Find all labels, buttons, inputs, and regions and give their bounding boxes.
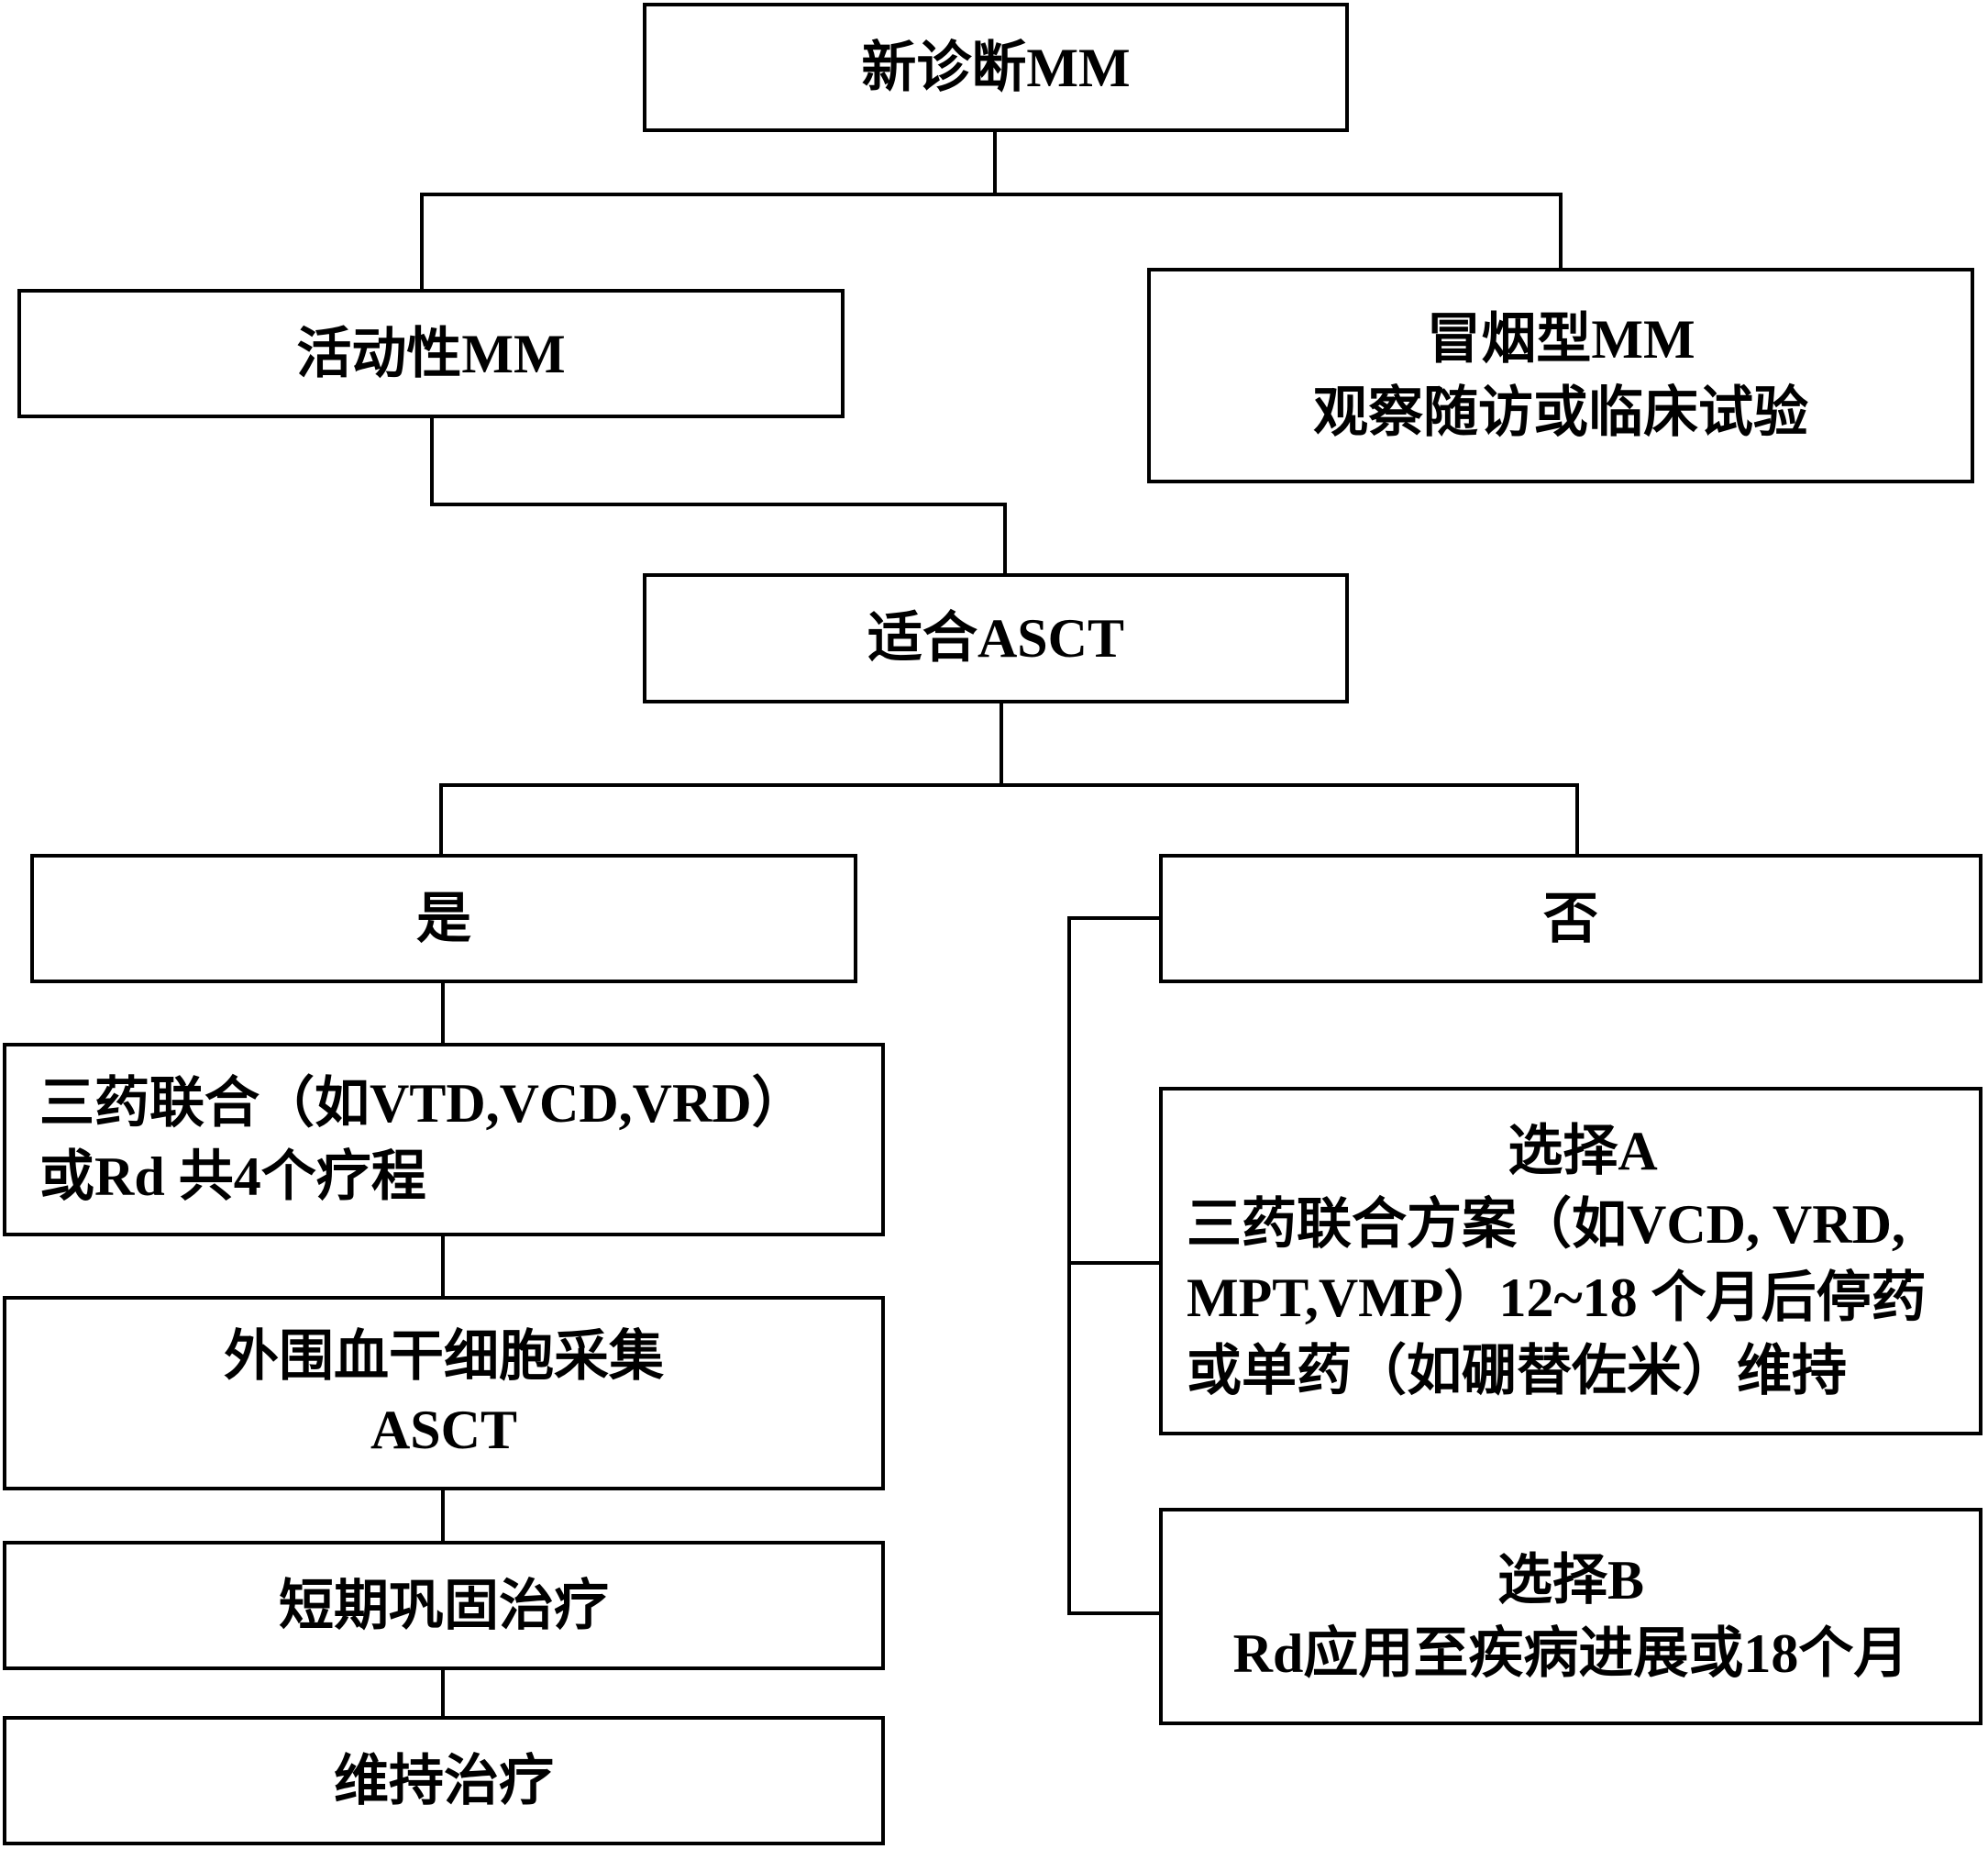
node-label: 活动性MM xyxy=(296,323,566,384)
node-yes: 是 xyxy=(30,854,857,983)
node-label: Rd应用至疾病进展或18个月 xyxy=(1232,1622,1909,1684)
node-label: 短期巩固治疗 xyxy=(279,1575,609,1636)
node-title: 选择A xyxy=(1508,1121,1658,1181)
node-option-b: 选择B Rd应用至疾病进展或18个月 xyxy=(1159,1508,1982,1725)
node-consolidation: 短期巩固治疗 xyxy=(3,1541,885,1670)
node-label: 外围血干细胞采集 xyxy=(224,1326,664,1387)
node-label: 是 xyxy=(416,888,471,949)
node-label: MPT,VMP）12~18 个月后停药 xyxy=(1187,1268,1927,1328)
node-label: 冒烟型MM xyxy=(1426,308,1695,370)
node-asct-eligible: 适合ASCT xyxy=(643,573,1349,703)
node-smoldering-mm: 冒烟型MM 观察随访或临床试验 xyxy=(1147,268,1974,483)
node-no: 否 xyxy=(1159,854,1982,983)
node-label: 维持治疗 xyxy=(334,1750,554,1811)
node-label: 三药联合方案（如VCD, VRD, xyxy=(1187,1194,1905,1255)
node-label: 或单药（如硼替佐米）维持 xyxy=(1187,1341,1847,1401)
node-title: 选择B xyxy=(1497,1549,1645,1611)
node-label: ASCT xyxy=(370,1400,518,1460)
node-label: 否 xyxy=(1543,888,1598,949)
node-stem-cell-collection: 外围血干细胞采集 ASCT xyxy=(3,1296,885,1490)
node-maintenance: 维持治疗 xyxy=(3,1716,885,1845)
node-label: 适合ASCT xyxy=(867,608,1125,669)
node-option-a: 选择A 三药联合方案（如VCD, VRD, MPT,VMP）12~18 个月后停… xyxy=(1159,1087,1982,1435)
node-label: 或Rd 共4个疗程 xyxy=(39,1146,426,1207)
node-active-mm: 活动性MM xyxy=(17,289,845,418)
node-induction: 三药联合（如VTD,VCD,VRD） 或Rd 共4个疗程 xyxy=(3,1043,885,1236)
node-label: 观察随访或临床试验 xyxy=(1313,382,1808,443)
node-new-diagnosis: 新诊断MM xyxy=(643,3,1349,132)
node-label: 三药联合（如VTD,VCD,VRD） xyxy=(39,1072,807,1134)
node-label: 新诊断MM xyxy=(861,37,1131,98)
